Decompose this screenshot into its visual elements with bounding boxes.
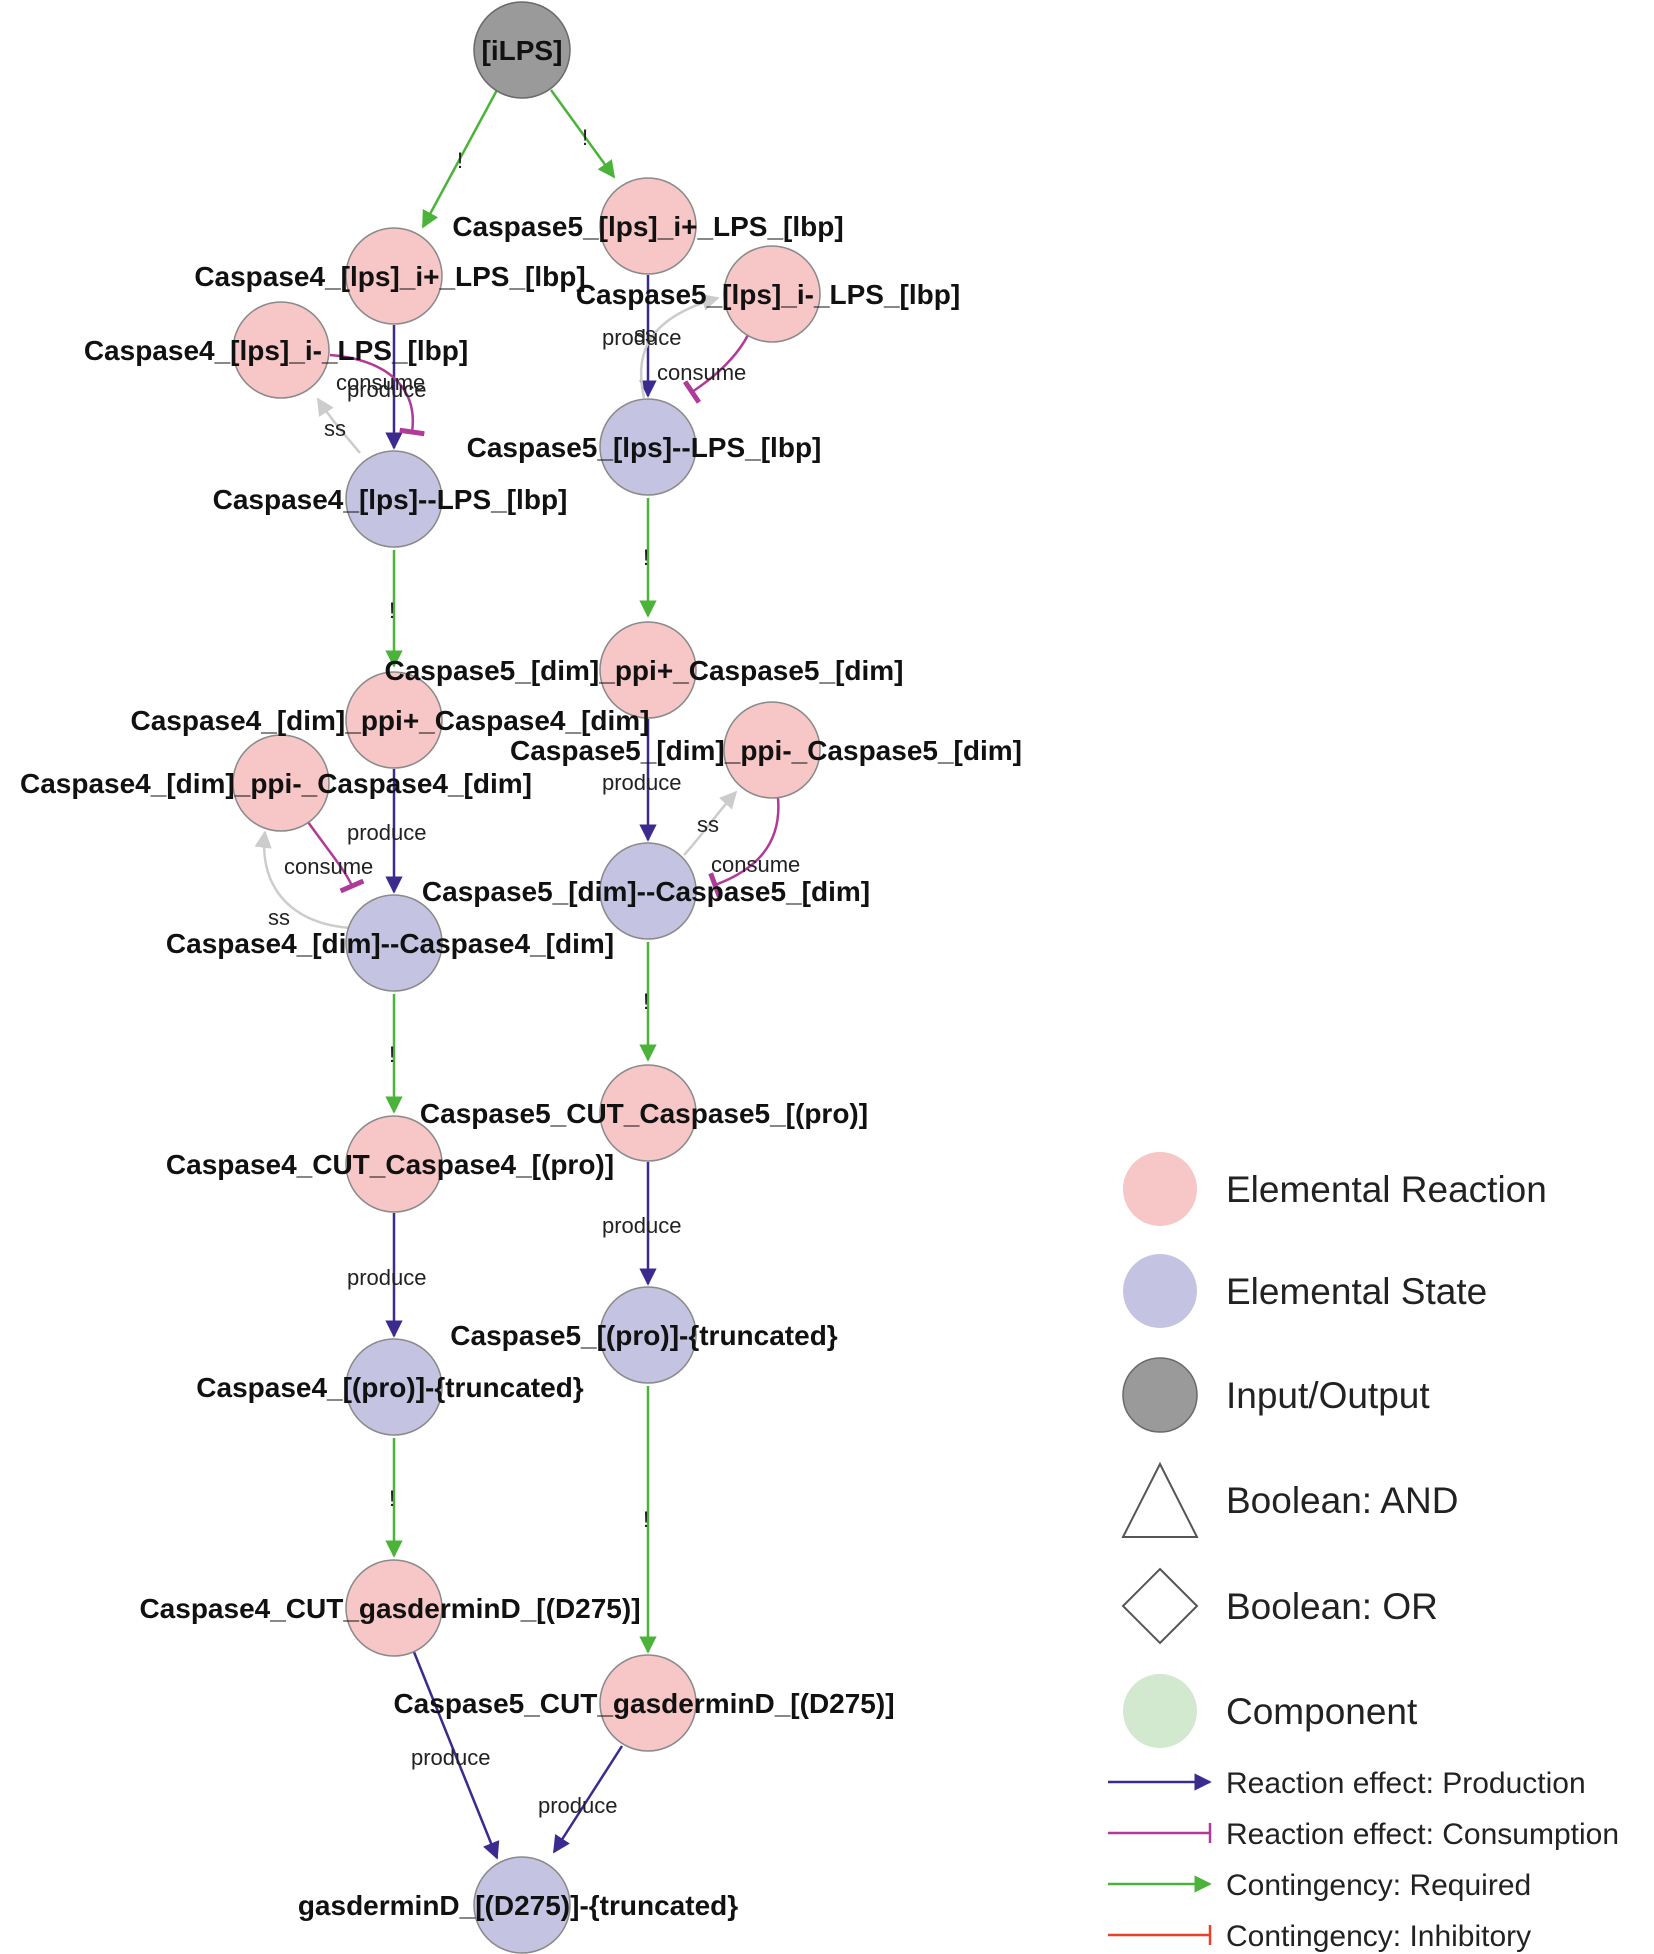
diamond-icon [1121, 1567, 1199, 1645]
edge-ss-c4-dim [254, 830, 353, 930]
node-c5-cut-c5 [599, 1064, 697, 1162]
node-c5-lps-i-plus [599, 177, 697, 275]
edge-label-consume: consume [711, 852, 800, 877]
edge-produce-c4-gsdmd [412, 1651, 500, 1860]
node-c5-lps-state [599, 398, 697, 496]
label-c5-lps-i-minus: Caspase5_[lps]_i-_LPS_[lbp] [576, 279, 960, 310]
label-c5-dim-ppi-plus: Caspase5_[dim]_ppi+_Caspase5_[dim] [385, 655, 904, 686]
legend-state-label: Elemental State [1226, 1271, 1487, 1312]
node-c5-dim-ppi-plus [599, 621, 697, 719]
edge-label-ss: ss [268, 905, 290, 930]
label-c5-lps-i-plus: Caspase5_[lps]_i+_LPS_[lbp] [452, 211, 843, 242]
legend-state-swatch [1123, 1254, 1197, 1328]
legend-inhibitory-label: Contingency: Inhibitory [1226, 1920, 1531, 1953]
edge-label-produce: produce [347, 1265, 427, 1290]
label-c4-cut-gsdmd: Caspase4_CUT_gasderminD_[(D275)] [139, 1593, 640, 1624]
legend-consumption-label: Reaction effect: Consumption [1226, 1818, 1619, 1851]
node-c5-dim-state [599, 842, 697, 940]
edges [254, 89, 780, 1860]
node-c4-lps-state [345, 450, 443, 548]
edge-label-produce: produce [602, 1213, 682, 1238]
label-c5-pro-trunc: Caspase5_[(pro)]-{truncated} [450, 1320, 838, 1351]
edge-label-required: ! [389, 598, 395, 623]
edge-label-produce: produce [347, 377, 427, 402]
legend-and-label: Boolean: AND [1226, 1480, 1458, 1521]
edge-consume-c5-dim [708, 797, 780, 898]
node-c4-cut-c4 [345, 1115, 443, 1213]
edge-consume-c5-lps [682, 334, 750, 404]
label-c4-dim-state: Caspase4_[dim]--Caspase4_[dim] [166, 928, 614, 959]
legend-reaction-label: Elemental Reaction [1226, 1169, 1547, 1210]
legend-io-swatch [1122, 1357, 1198, 1433]
label-c5-cut-gsdmd: Caspase5_CUT_gasderminD_[(D275)] [393, 1688, 894, 1719]
legend-component-label: Component [1226, 1691, 1418, 1732]
label-c4-pro-trunc: Caspase4_[(pro)]-{truncated} [196, 1372, 584, 1403]
edge-consume-c4-dim [306, 821, 365, 894]
label-c5-cut-c5: Caspase5_CUT_Caspase5_[(pro)] [420, 1098, 868, 1129]
node-c5-cut-gsdmd [599, 1654, 697, 1752]
edge-label-ss: ss [697, 812, 719, 837]
edge-label-required: ! [582, 125, 588, 150]
label-c4-dim-ppi-minus: Caspase4_[dim]_ppi-_Caspase4_[dim] [20, 768, 532, 799]
legend-required-label: Contingency: Required [1226, 1869, 1531, 1902]
edge-label-consume: consume [657, 360, 746, 385]
node-c4-dim-state [345, 894, 443, 992]
edge-produce-c5-gsdmd [552, 1745, 624, 1854]
edge-ss-c5-dim [683, 790, 738, 856]
edge-label-produce: produce [602, 325, 682, 350]
label-c4-dim-ppi-plus: Caspase4_[dim]_ppi+_Caspase4_[dim] [131, 705, 650, 736]
edge-ss-c4-lps [316, 397, 361, 454]
edge-label-required: ! [643, 1507, 649, 1532]
edge-required-ilps-c4 [421, 89, 499, 229]
edge-label-produce: produce [602, 770, 682, 795]
legend-io-label: Input/Output [1226, 1375, 1430, 1416]
legend-reaction-swatch [1123, 1152, 1197, 1226]
edge-label-consume: consume [284, 854, 373, 879]
label-c4-lps-i-minus: Caspase4_[lps]_i-_LPS_[lbp] [84, 335, 468, 366]
node-c5-dim-ppi-minus [723, 701, 821, 799]
edge-required-ilps-c5 [549, 89, 616, 179]
label-c4-lps-i-plus: Caspase4_[lps]_i+_LPS_[lbp] [194, 261, 585, 292]
label-gsdmd-trunc: gasderminD_[(D275)]-{truncated} [298, 1890, 738, 1921]
nodes [232, 1, 821, 1954]
edge-label-produce: produce [411, 1745, 491, 1770]
label-c5-dim-state: Caspase5_[dim]--Caspase5_[dim] [422, 876, 870, 907]
node-c5-pro-trunc [599, 1286, 697, 1384]
node-gsdmd-trunc [473, 1856, 571, 1954]
edge-consume-c4-lps [329, 353, 425, 437]
node-c4-dim-ppi-plus [345, 671, 443, 769]
edge-labels: ! ! ! ! ! ! ! ! consume produce ss produ… [268, 125, 800, 1818]
label-c4-cut-c4: Caspase4_CUT_Caspase4_[(pro)] [166, 1149, 614, 1180]
node-c4-lps-i-plus [345, 227, 443, 325]
label-c5-dim-ppi-minus: Caspase5_[dim]_ppi-_Caspase5_[dim] [510, 735, 1022, 766]
legend: Elemental Reaction Elemental State Input… [1108, 1152, 1619, 1953]
edge-label-produce: produce [347, 820, 427, 845]
edge-label-required: ! [457, 148, 463, 173]
legend-or-label: Boolean: OR [1226, 1586, 1438, 1627]
legend-component-swatch [1123, 1674, 1197, 1748]
edge-label-required: ! [643, 545, 649, 570]
label-c4-lps-state: Caspase4_[lps]--LPS_[lbp] [213, 484, 568, 515]
edge-label-required: ! [389, 1486, 395, 1511]
node-c4-pro-trunc [345, 1338, 443, 1436]
node-c4-lps-i-minus [232, 301, 330, 399]
edge-label-required: ! [643, 989, 649, 1014]
edge-label-ss: ss [634, 322, 656, 347]
edge-ss-c5-lps [639, 293, 720, 399]
triangle-icon [1121, 1461, 1199, 1538]
node-c4-dim-ppi-minus [232, 734, 330, 832]
edge-label-ss: ss [324, 416, 346, 441]
node-ilps [473, 1, 571, 99]
node-c4-cut-gsdmd [345, 1559, 443, 1657]
label-ilps: [iLPS] [482, 35, 563, 66]
edge-label-produce: produce [538, 1793, 618, 1818]
edge-label-consume: consume [336, 370, 425, 395]
label-c5-lps-state: Caspase5_[lps]--LPS_[lbp] [467, 432, 822, 463]
node-labels: [iLPS] Caspase5_[lps]_i+_LPS_[lbp] Caspa… [20, 35, 1022, 1921]
legend-production-label: Reaction effect: Production [1226, 1767, 1586, 1800]
node-c5-lps-i-minus [723, 245, 821, 343]
edge-label-required: ! [389, 1042, 395, 1067]
